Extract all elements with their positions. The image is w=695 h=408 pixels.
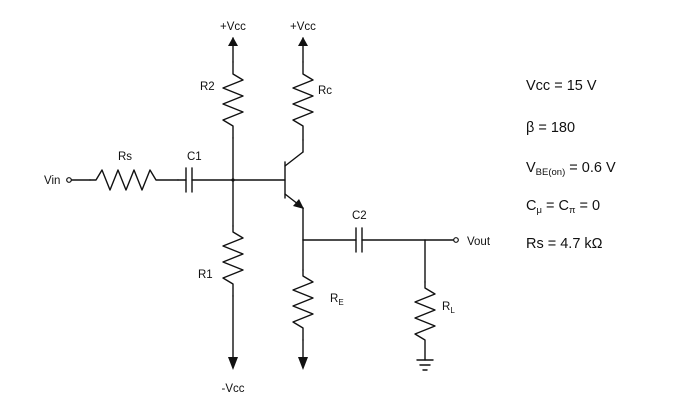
c1-label: C1 xyxy=(187,151,202,163)
param-vbe: VBE(on) = 0.6 V xyxy=(526,160,616,178)
npn-transistor xyxy=(284,139,304,241)
capacitor-c1 xyxy=(177,167,234,193)
resistor-r1 xyxy=(222,225,244,297)
vout-label: Vout xyxy=(467,236,491,248)
param-beta: β = 180 xyxy=(526,120,576,136)
resistor-rs xyxy=(89,169,179,191)
base-junction xyxy=(231,178,235,182)
resistor-rc xyxy=(292,61,314,141)
vout-terminal xyxy=(453,237,459,243)
rc-label: Rc xyxy=(318,85,332,97)
vin-label: Vin xyxy=(44,175,60,187)
rl-label: RL xyxy=(442,301,455,315)
param-capacitance: Cμ = Cπ = 0 xyxy=(526,198,601,216)
ground-icon xyxy=(416,359,434,371)
rs-label: Rs xyxy=(118,151,132,163)
c2-label: C2 xyxy=(352,210,367,222)
resistor-rl xyxy=(414,281,436,361)
capacitor-c2 xyxy=(355,227,454,253)
vcc-arrow-rc xyxy=(298,37,308,63)
vin-terminal xyxy=(66,177,72,183)
vcc-label-r2: +Vcc xyxy=(220,21,246,33)
neg-vcc-label: -Vcc xyxy=(222,383,245,395)
r2-label: R2 xyxy=(200,81,215,93)
vcc-label-rc: +Vcc xyxy=(290,21,316,33)
param-rs: Rs = 4.7 kΩ xyxy=(526,236,603,252)
re-label: RE xyxy=(330,293,344,307)
param-vcc: Vcc = 15 V xyxy=(526,78,597,94)
neg-vcc-arrow xyxy=(228,295,238,370)
r1-label: R1 xyxy=(198,269,213,281)
resistor-re xyxy=(292,269,314,341)
re-arrow xyxy=(298,339,308,370)
vcc-arrow-r2 xyxy=(228,37,238,63)
resistor-r2 xyxy=(222,61,244,139)
